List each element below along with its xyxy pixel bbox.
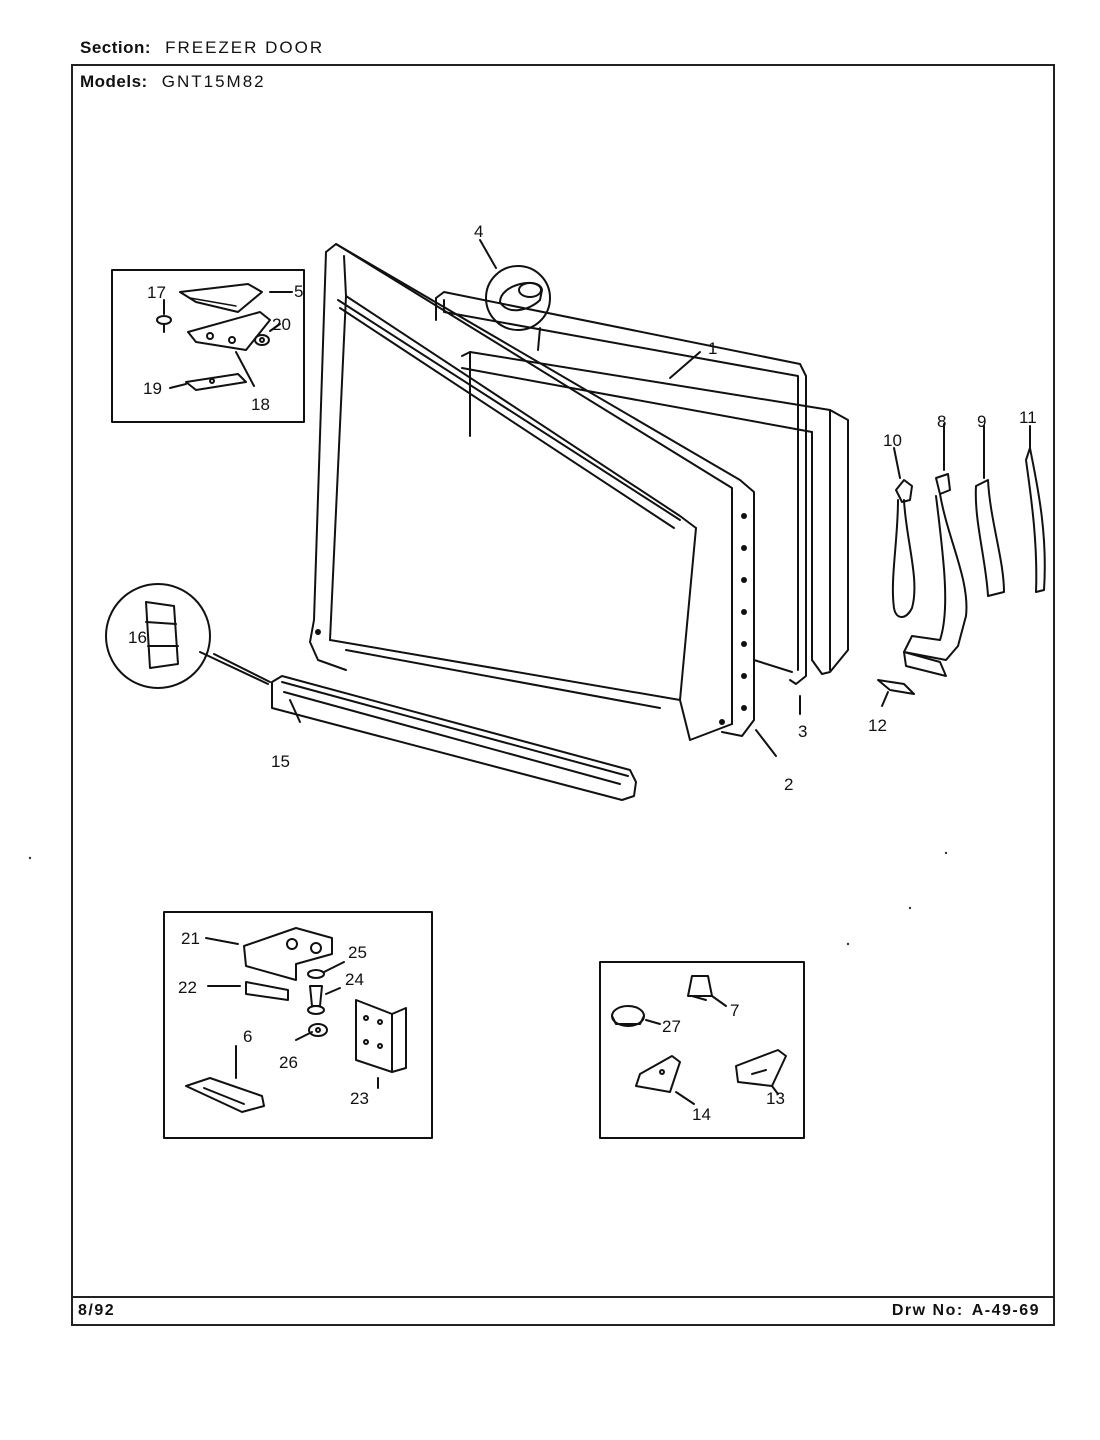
- models-header: Models: GNT15M82: [80, 72, 266, 92]
- models-value: GNT15M82: [161, 72, 266, 91]
- hinge-parts: [877, 423, 1046, 707]
- callout-23: 23: [350, 1089, 369, 1108]
- callout-13: 13: [766, 1089, 785, 1108]
- models-label: Models:: [80, 72, 148, 91]
- callout-labels: 1 2 3 4 5 6 7 8 9 10 11 12 13 14 15 16 1…: [128, 222, 1037, 1124]
- callout-24: 24: [345, 970, 364, 989]
- inner-door-liner: [309, 243, 777, 757]
- callout-7: 7: [730, 1001, 739, 1020]
- door-stop-kit-inset: [163, 911, 433, 1139]
- fastener-kit-inset: [599, 961, 805, 1139]
- callout-9: 9: [977, 412, 986, 431]
- drawing-number-block: Drw No: A-49-69: [892, 1302, 1040, 1320]
- callout-26: 26: [279, 1053, 298, 1072]
- hinge-kit-inset: [111, 269, 305, 423]
- section-header: Section: FREEZER DOOR: [80, 38, 324, 58]
- callout-16: 16: [128, 628, 147, 647]
- callout-15: 15: [271, 752, 290, 771]
- callout-10: 10: [883, 431, 902, 450]
- drawing-number: A-49-69: [971, 1302, 1040, 1319]
- section-label: Section:: [80, 38, 152, 57]
- callout-3: 3: [798, 722, 807, 741]
- door-handle: [213, 653, 637, 801]
- callout-21: 21: [181, 929, 200, 948]
- callout-27: 27: [662, 1017, 681, 1036]
- outer-door-panel: [461, 351, 849, 675]
- callout-25: 25: [348, 943, 367, 962]
- bushing-detail: [479, 239, 551, 351]
- callout-11: 11: [1019, 408, 1037, 427]
- callout-4: 4: [474, 222, 483, 241]
- callout-5: 5: [294, 282, 303, 301]
- callout-20: 20: [272, 315, 291, 334]
- callout-12: 12: [868, 716, 887, 735]
- callout-22: 22: [178, 978, 197, 997]
- callout-14: 14: [692, 1105, 711, 1124]
- callout-8: 8: [937, 412, 946, 431]
- callout-18: 18: [251, 395, 270, 414]
- section-value: FREEZER DOOR: [165, 38, 325, 57]
- callout-2: 2: [784, 775, 793, 794]
- drawing-number-label: Drw No:: [891, 1302, 964, 1319]
- handle-end-cap-detail: [105, 583, 269, 689]
- callout-1: 1: [708, 339, 717, 358]
- callout-19: 19: [143, 379, 162, 398]
- drawing-date: 8/92: [78, 1302, 116, 1319]
- footer-divider: [71, 1296, 1055, 1298]
- callout-6: 6: [243, 1027, 252, 1046]
- callout-17: 17: [147, 283, 166, 302]
- drawing-frame: [71, 64, 1055, 1326]
